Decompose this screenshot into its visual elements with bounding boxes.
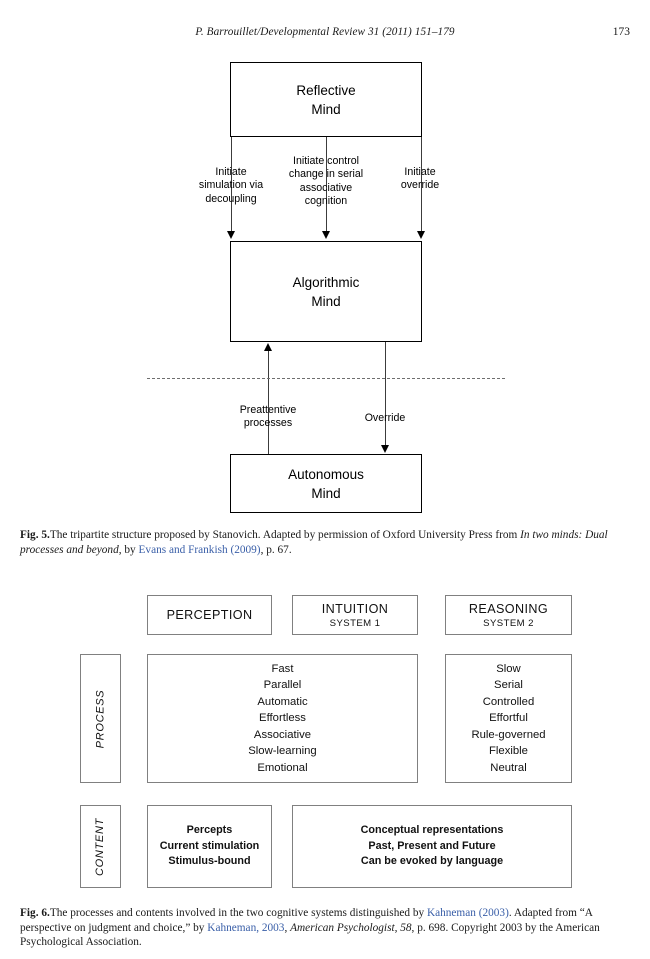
- figure-6-caption-citation-link-2[interactable]: Kahneman, 2003: [207, 921, 285, 934]
- header-subtitle-intuition: SYSTEM 1: [329, 617, 381, 629]
- running-head: P. Barrouillet/Developmental Review 31 (…: [0, 26, 650, 42]
- list-item: Controlled: [482, 695, 535, 708]
- reflective-mind-label-line2: Mind: [311, 101, 341, 117]
- list-item: Emotional: [257, 761, 308, 774]
- figure-5-caption-citation-link[interactable]: Evans and Frankish (2009): [138, 543, 261, 556]
- list-item: Serial: [494, 679, 523, 692]
- edge-label-line: Initiate control: [293, 155, 359, 167]
- content-list-perception: Percepts Current stimulation Stimulus-bo…: [160, 823, 260, 870]
- figure-6-caption-text-4: , p. 698. Copyright 2003 by the American…: [20, 921, 600, 949]
- figure-5-caption-italic-1: In two minds: Dual processes and beyond: [20, 529, 608, 556]
- header-box-reasoning: REASONING SYSTEM 2: [445, 595, 572, 635]
- edge-label-line: processes: [243, 417, 293, 430]
- edge-label-override: Override: [347, 412, 423, 425]
- header-box-intuition: INTUITION SYSTEM 1: [292, 595, 418, 635]
- arrowhead-initiate-control-change: [321, 231, 330, 239]
- list-item: Effortful: [489, 712, 528, 725]
- list-item: Conceptual representations: [360, 824, 504, 837]
- header-title-intuition: INTUITION: [321, 601, 389, 616]
- process-list-intuition: Fast Parallel Automatic Effortless Assoc…: [248, 661, 316, 776]
- connector-initiate-simulation: [230, 137, 232, 233]
- row-label-content-text: CONTENT: [94, 817, 107, 876]
- edge-label-line: override: [400, 179, 440, 192]
- edge-label-line: change in serial: [288, 168, 364, 181]
- list-item: Past, Present and Future: [368, 839, 496, 852]
- edge-label-line: Override: [364, 412, 406, 424]
- process-cell-reasoning: Slow Serial Controlled Effortful Rule-go…: [445, 654, 572, 783]
- figure-6-caption-text-1: The processes and contents involved in t…: [49, 907, 427, 919]
- figure-6-caption-label: Fig. 6.: [20, 907, 50, 919]
- reflective-mind-label-line1: Reflective: [296, 82, 356, 98]
- figure-6-caption-italic-1: American Psychologist, 58: [290, 921, 412, 934]
- edge-label-initiate-override: Initiate override: [380, 166, 460, 193]
- connector-override: [384, 342, 386, 446]
- edge-label-line: associative: [299, 181, 353, 194]
- arrowhead-override: [380, 445, 389, 453]
- list-item: Slow: [496, 663, 521, 676]
- edge-label-line: Initiate: [404, 166, 436, 178]
- edge-label-line: cognition: [304, 195, 348, 208]
- arrowhead-preattentive-processes: [263, 343, 272, 351]
- list-item: Slow-learning: [248, 745, 317, 758]
- running-head-title: P. Barrouillet/Developmental Review 31 (…: [195, 26, 455, 38]
- list-item: Associative: [253, 728, 312, 741]
- edge-label-line: Preattentive: [239, 404, 297, 416]
- autonomous-mind-label-line1: Autonomous: [288, 466, 364, 482]
- algorithmic-mind-label-line1: Algorithmic: [292, 274, 360, 290]
- edge-label-preattentive-processes: Preattentive processes: [213, 404, 323, 431]
- dashed-separator-line: [147, 378, 505, 379]
- connector-preattentive-processes: [267, 350, 269, 455]
- header-box-perception: PERCEPTION: [147, 595, 272, 635]
- figure-5-caption-text-2: , by: [118, 543, 139, 556]
- list-item: Percepts: [186, 824, 233, 837]
- header-subtitle-reasoning: SYSTEM 2: [483, 617, 534, 629]
- figure-5-caption: Fig. 5.The tripartite structure proposed…: [20, 528, 631, 557]
- figure-6-caption-text-2: . Adapted from “A perspective on judgmen…: [20, 907, 593, 934]
- process-list-reasoning: Slow Serial Controlled Effortful Rule-go…: [471, 661, 545, 776]
- figure-5: Reflective Mind Initiate simulation via …: [147, 62, 505, 513]
- figure-6: PERCEPTION INTUITION SYSTEM 1 REASONING …: [80, 595, 572, 888]
- figure-5-caption-label: Fig. 5.: [20, 529, 50, 541]
- list-item: Automatic: [257, 695, 308, 708]
- page-number: 173: [612, 26, 630, 38]
- process-cell-intuition: Fast Parallel Automatic Effortless Assoc…: [147, 654, 418, 783]
- list-item: Flexible: [489, 745, 528, 758]
- algorithmic-mind-label-line2: Mind: [311, 293, 341, 309]
- row-label-content: CONTENT: [80, 805, 121, 888]
- figure-5-caption-text-1: The tripartite structure proposed by Sta…: [49, 529, 521, 541]
- figure-6-caption: Fig. 6.The processes and contents involv…: [20, 906, 631, 950]
- list-item: Rule-governed: [471, 728, 546, 741]
- arrowhead-initiate-simulation: [226, 231, 235, 239]
- row-label-process: PROCESS: [80, 654, 121, 783]
- list-item: Stimulus-bound: [168, 855, 251, 868]
- content-cell-perception: Percepts Current stimulation Stimulus-bo…: [147, 805, 272, 888]
- content-list-intuition-reasoning: Conceptual representations Past, Present…: [361, 823, 504, 870]
- figure-6-caption-text-3: ,: [284, 921, 291, 934]
- figure-6-caption-citation-link-1[interactable]: Kahneman (2003): [426, 907, 509, 919]
- autonomous-mind-label-line2: Mind: [311, 485, 341, 501]
- autonomous-mind-box: Autonomous Mind: [230, 454, 422, 513]
- edge-label-line: decoupling: [205, 192, 257, 205]
- edge-label-line: Initiate: [215, 166, 247, 178]
- connector-initiate-control-change: [325, 137, 327, 233]
- reflective-mind-box: Reflective Mind: [230, 62, 422, 137]
- connector-initiate-override: [420, 137, 422, 233]
- algorithmic-mind-box: Algorithmic Mind: [230, 241, 422, 342]
- list-item: Effortless: [259, 712, 306, 725]
- arrowhead-initiate-override: [416, 231, 425, 239]
- list-item: Current stimulation: [159, 839, 260, 852]
- row-label-process-text: PROCESS: [94, 689, 107, 748]
- figure-5-caption-text-3: , p. 67.: [260, 543, 292, 556]
- list-item: Can be evoked by language: [360, 855, 504, 868]
- content-cell-intuition-reasoning: Conceptual representations Past, Present…: [292, 805, 572, 888]
- edge-label-initiate-control-change: Initiate control change in serial associ…: [271, 155, 381, 209]
- list-item: Neutral: [490, 761, 527, 774]
- header-title-perception: PERCEPTION: [166, 608, 253, 622]
- list-item: Fast: [271, 663, 294, 676]
- header-title-reasoning: REASONING: [468, 601, 549, 616]
- edge-label-initiate-simulation: Initiate simulation via decoupling: [172, 166, 290, 206]
- edge-label-line: simulation via: [198, 179, 264, 192]
- list-item: Parallel: [263, 679, 302, 692]
